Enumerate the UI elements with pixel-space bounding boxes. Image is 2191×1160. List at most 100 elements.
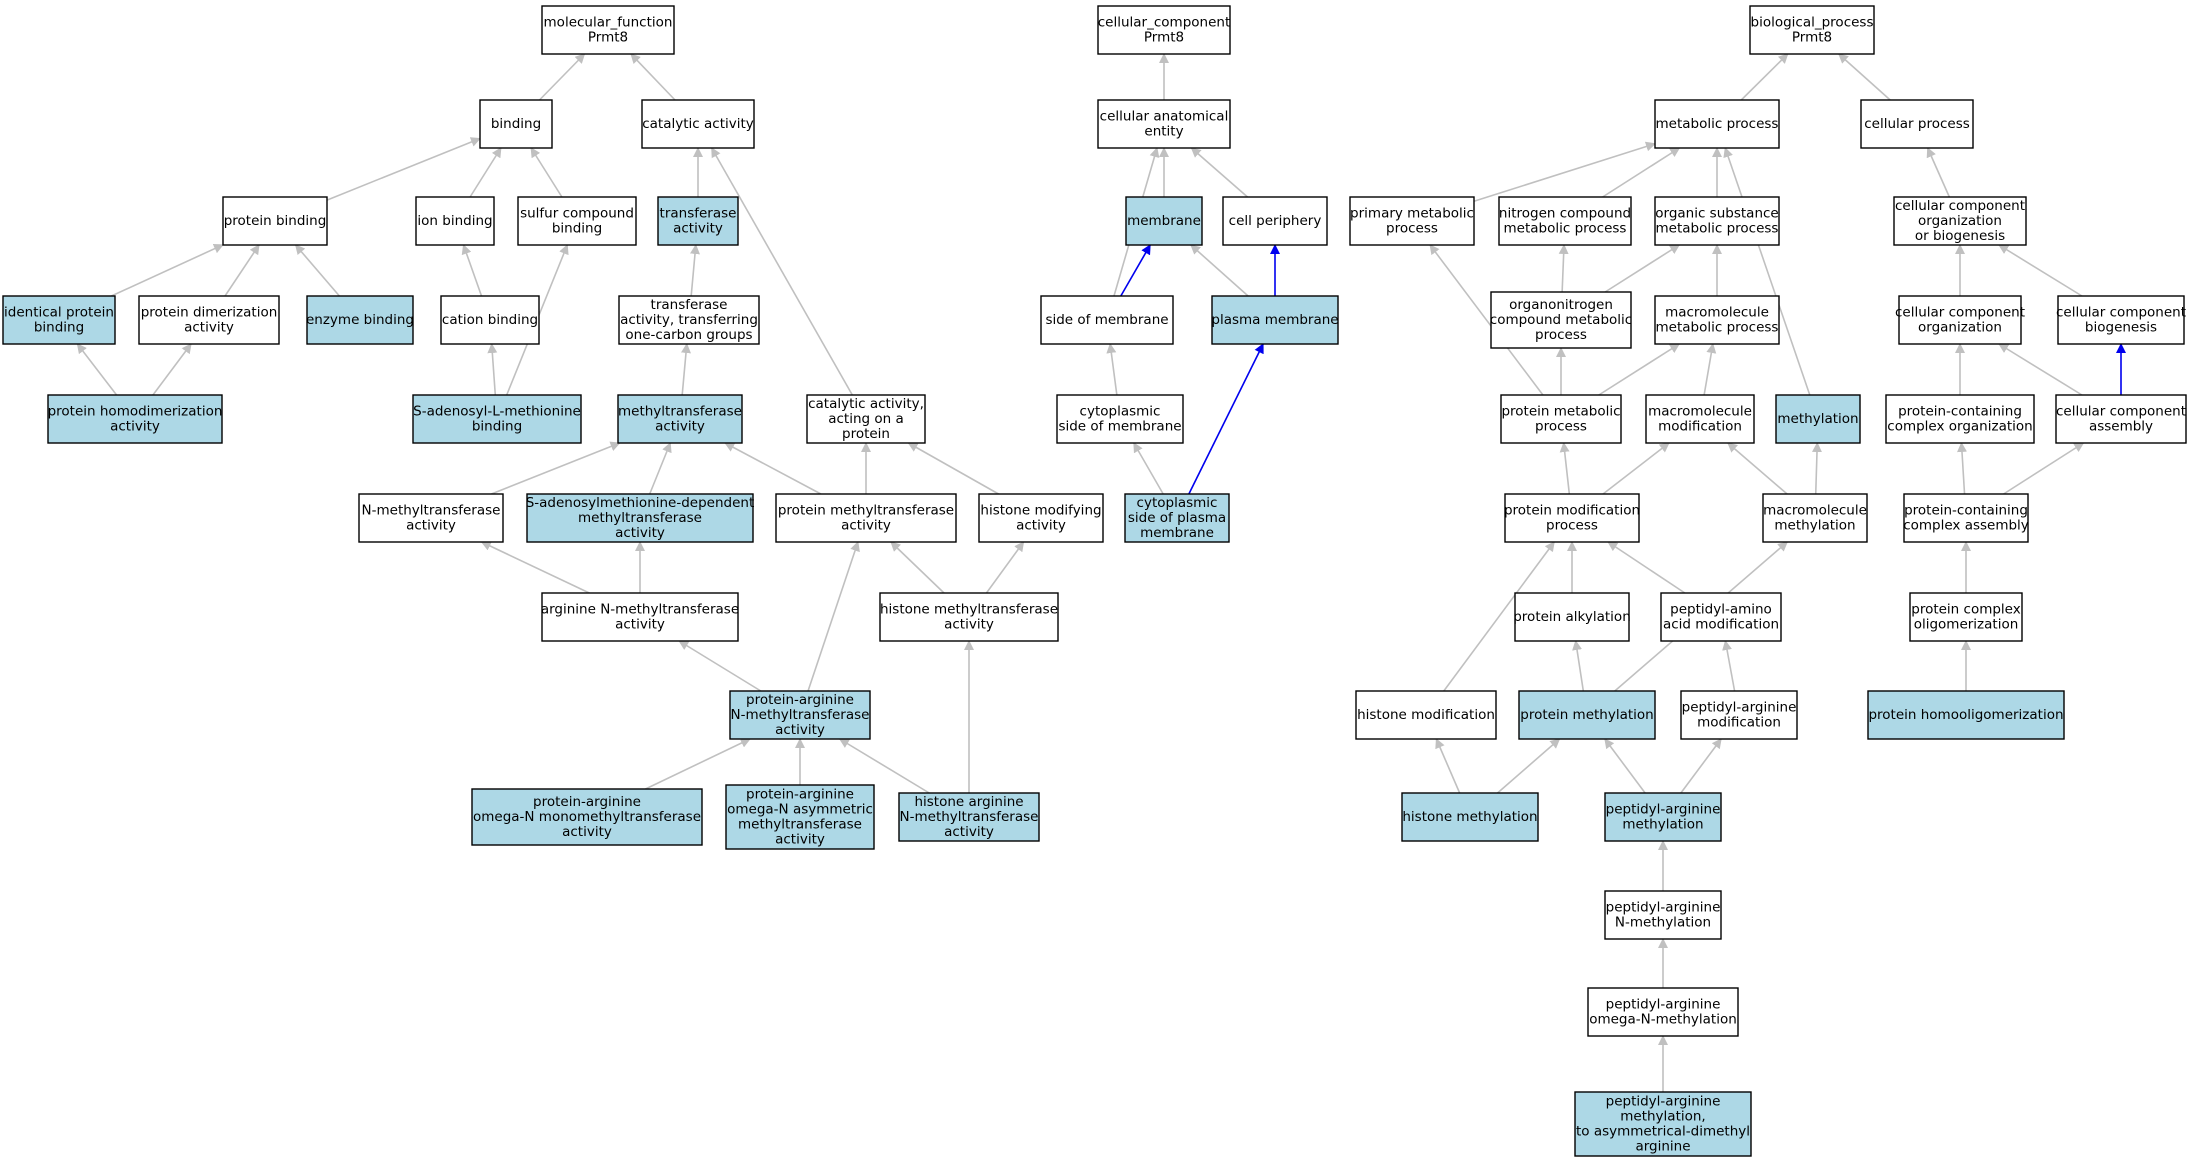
edge-methyltransferase-to-transferase_one_carbon	[681, 343, 691, 396]
node-protein_methylation[interactable]: protein methylation	[1518, 690, 1656, 740]
node-sam_dependent[interactable]: S-adenosylmethionine-dependentmethyltran…	[526, 493, 755, 543]
node-cellular_process[interactable]: cellular process	[1860, 99, 1974, 149]
node-box	[1490, 291, 1632, 349]
edge-protein_metabolic-to-macromolecule_metabolic	[1598, 343, 1681, 396]
node-label-line: N-methylation	[1615, 915, 1711, 931]
edge-prmt_mono-to-prmt_activity	[645, 738, 751, 790]
node-box	[1762, 493, 1868, 543]
node-label-line: histone methyltransferase	[880, 602, 1058, 618]
node-label-line: side of membrane	[1045, 312, 1168, 328]
edge-enzyme_binding-to-protein_binding	[294, 244, 341, 297]
node-enzyme_binding[interactable]: enzyme binding	[306, 295, 414, 345]
node-binding[interactable]: binding	[479, 99, 553, 149]
node-label-line: protein complex	[1911, 602, 2021, 618]
edge-protein_methyltransferase-to-methyltransferase	[724, 442, 822, 495]
node-protein_binding[interactable]: protein binding	[222, 196, 328, 246]
node-label-line: protein methylation	[1520, 707, 1653, 723]
node-label-line: metabolic process	[1656, 221, 1779, 237]
node-label-line: protein metabolic	[1501, 404, 1620, 420]
node-metabolic[interactable]: metabolic process	[1654, 99, 1780, 149]
node-label-line: binding	[34, 320, 84, 336]
edge-pc_assembly-to-cc_assembly	[2003, 442, 2085, 495]
edge-protein_dimerization-to-protein_binding	[224, 244, 260, 297]
node-cell_periphery[interactable]: cell periphery	[1222, 196, 1328, 246]
edge-methylation-to-metabolic	[1723, 147, 1811, 396]
node-box	[1898, 295, 2022, 345]
node-methylation[interactable]: methylation	[1775, 394, 1861, 444]
edge-macromolecule_methylation-to-macromolecule_mod	[1727, 442, 1788, 495]
node-histone_methylation[interactable]: histone methylation	[1401, 792, 1539, 842]
node-histone_arg_nmt[interactable]: histone arginineN-methyltransferaseactiv…	[898, 792, 1040, 842]
node-ion_binding[interactable]: ion binding	[415, 196, 495, 246]
node-box	[412, 394, 582, 444]
node-label-line: plasma membrane	[1211, 312, 1338, 328]
edge-protein_metabolic-to-primary_metabolic	[1429, 244, 1544, 396]
node-label-line: methyltransferase	[738, 817, 862, 833]
node-box	[1097, 99, 1231, 149]
node-prmt_activity[interactable]: protein-arginineN-methyltransferaseactiv…	[729, 690, 871, 740]
node-protein_alkylation[interactable]: protein alkylation	[1513, 592, 1631, 642]
node-label-line: metabolic process	[1656, 116, 1779, 132]
node-histone_modification[interactable]: histone modification	[1355, 690, 1497, 740]
node-plasma_membrane[interactable]: plasma membrane	[1211, 295, 1339, 345]
node-box	[725, 784, 875, 850]
node-label-line: cellular component	[1895, 305, 2025, 321]
node-label-line: activity	[406, 518, 456, 534]
node-cation_binding[interactable]: cation binding	[440, 295, 540, 345]
node-label-line: arginine	[1635, 1139, 1690, 1155]
node-catalytic[interactable]: catalytic activity	[641, 99, 755, 149]
node-label-line: biogenesis	[2085, 320, 2157, 336]
node-membrane[interactable]: membrane	[1125, 196, 1203, 246]
node-box	[541, 5, 675, 55]
node-protein_homooligo[interactable]: protein homooligomerization	[1867, 690, 2065, 740]
node-side_of_membrane[interactable]: side of membrane	[1040, 295, 1174, 345]
node-box	[1893, 196, 2027, 246]
node-label-line: protein	[842, 426, 890, 442]
